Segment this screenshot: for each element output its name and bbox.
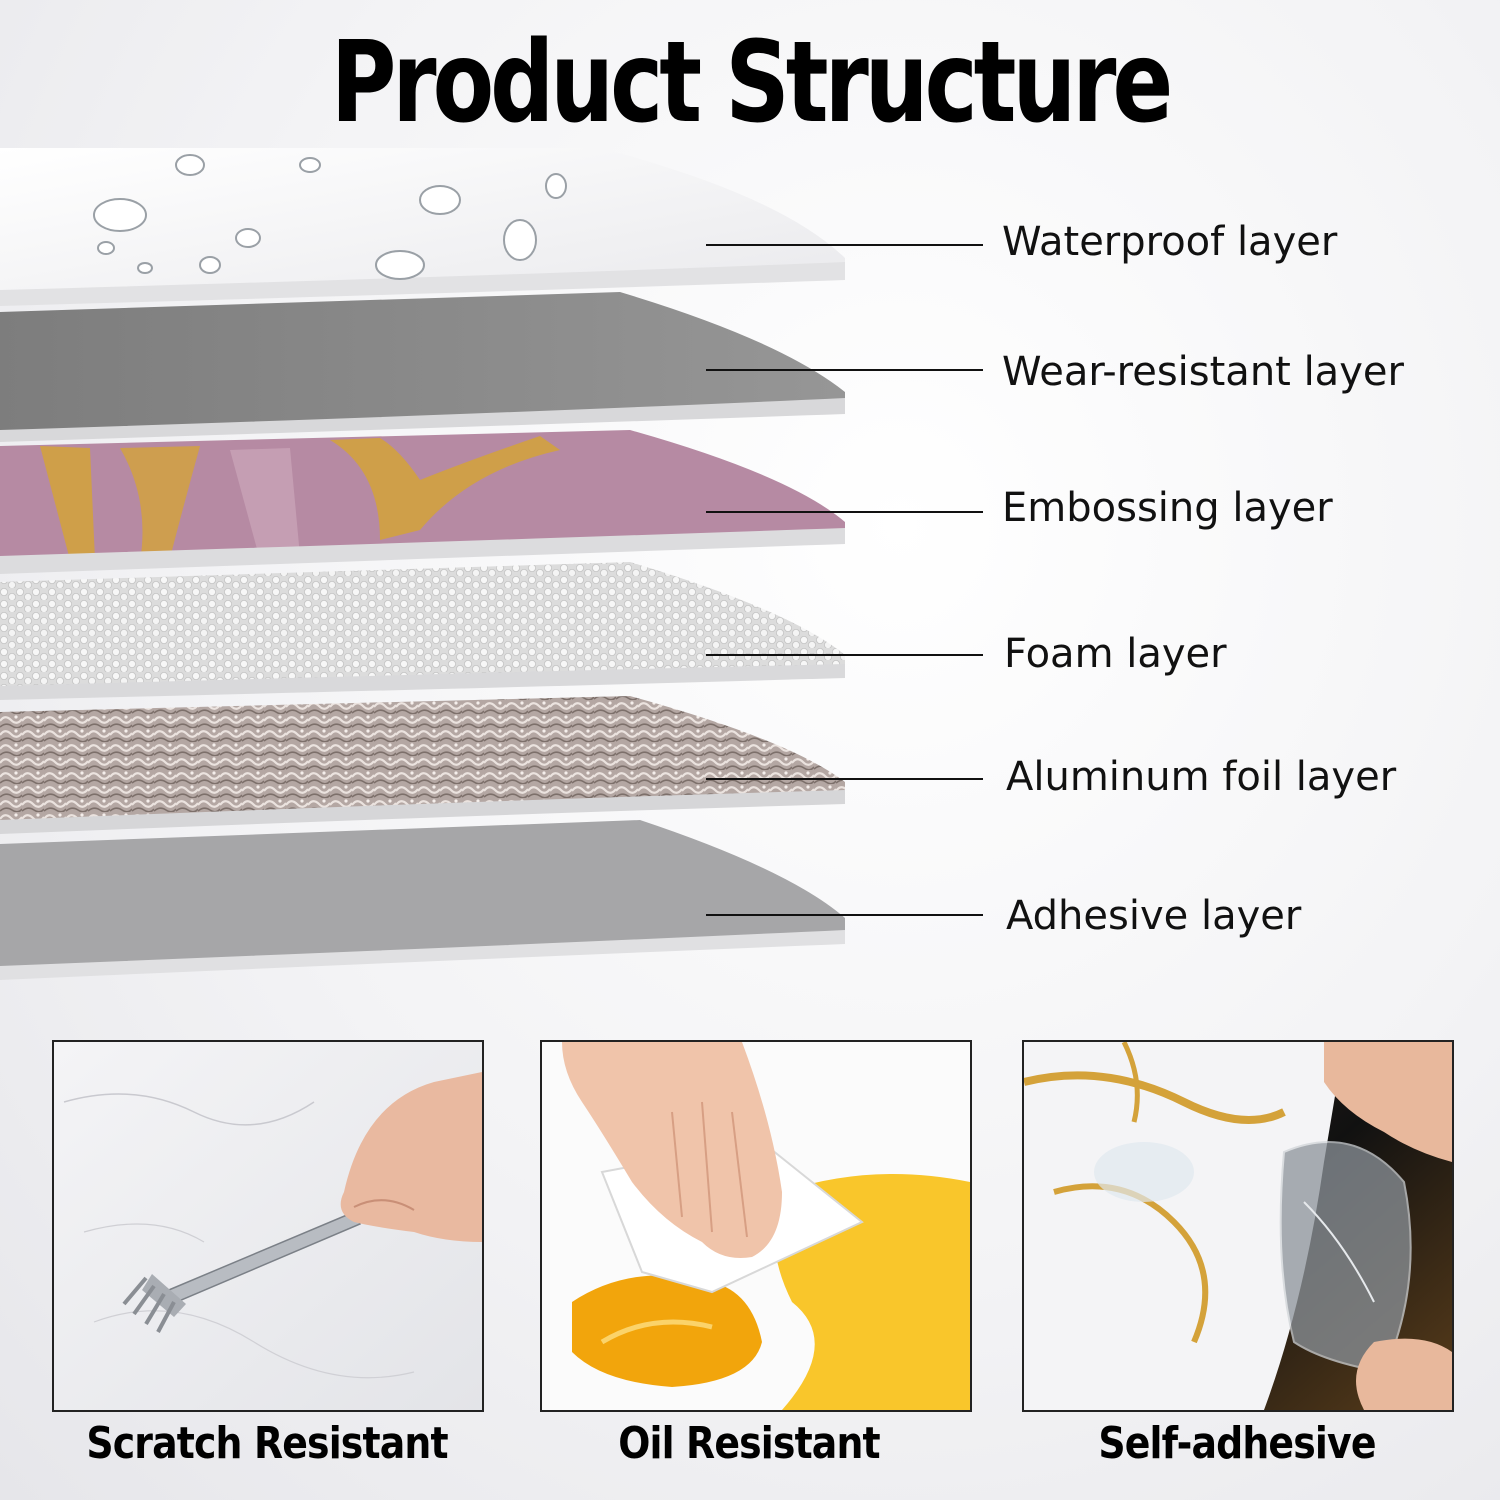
scratch-resistant-caption: Scratch Resistant [86, 1418, 448, 1469]
embossing-layer-sheet [0, 430, 845, 574]
adhesive-layer-label: Adhesive layer [1006, 893, 1302, 939]
water-drops-icon [93, 154, 567, 280]
page-title: Product Structure [330, 18, 1174, 148]
adhesive-layer-sheet [0, 820, 845, 980]
oil-resistant-card [540, 1040, 972, 1412]
hand-wiping-oil-icon [542, 1042, 970, 1410]
layer-stack-diagram [0, 148, 983, 980]
foam-layer-sheet [0, 562, 845, 700]
oil-resistant-caption: Oil Resistant [618, 1418, 880, 1469]
aluminum-foil-layer-sheet [0, 696, 845, 834]
aluminum-foil-layer-label: Aluminum foil layer [1006, 754, 1397, 800]
self-adhesive-card [1022, 1040, 1454, 1412]
peeling-backing-icon [1024, 1042, 1452, 1410]
self-adhesive-caption: Self-adhesive [1098, 1418, 1376, 1469]
embossing-layer-label: Embossing layer [1002, 485, 1333, 531]
leader-lines [706, 244, 983, 916]
scratch-resistant-card [52, 1040, 484, 1412]
wear-resistant-layer-label: Wear-resistant layer [1002, 349, 1404, 395]
waterproof-layer-label: Waterproof layer [1002, 219, 1338, 265]
fork-on-marble-icon [54, 1042, 482, 1410]
wear-resistant-layer-sheet [0, 292, 845, 442]
foam-layer-label: Foam layer [1004, 631, 1227, 677]
waterproof-layer-sheet [0, 148, 845, 306]
